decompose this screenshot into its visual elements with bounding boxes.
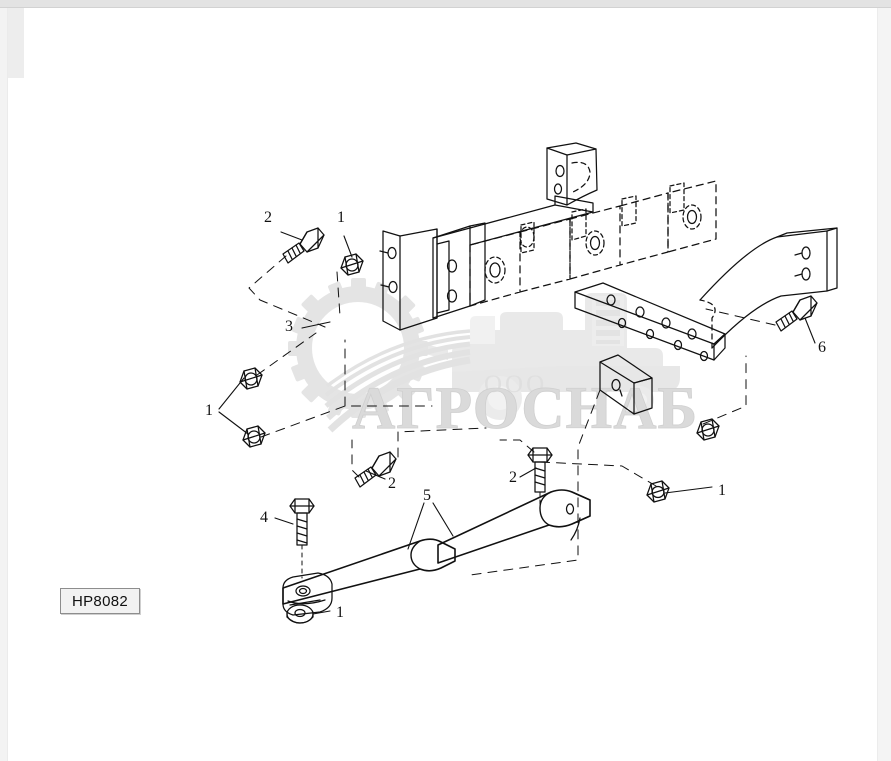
callout-2c: 2 — [509, 469, 517, 486]
callout-5: 5 — [423, 487, 431, 504]
small-angle-bracket — [599, 354, 653, 415]
hex-bolt — [354, 451, 397, 488]
callout-1: 1 — [337, 209, 345, 226]
right-angle-bracket — [699, 227, 838, 349]
callout-3: 3 — [285, 318, 293, 335]
right-rail — [877, 8, 891, 761]
hex-bolt — [527, 447, 553, 509]
callout-4: 4 — [260, 509, 268, 526]
callout-2: 2 — [264, 209, 272, 226]
hex-nut — [239, 367, 263, 390]
hex-nut — [696, 418, 720, 441]
figure-number-label: HP8082 — [60, 588, 140, 614]
hex-nut — [340, 253, 364, 276]
left-mounting-plate — [379, 228, 450, 331]
telescoping-link-arm — [282, 489, 591, 616]
window-top-strip — [0, 0, 891, 8]
callout-numbers: 2 1 3 1 4 2 1 5 2 6 1 — [205, 209, 826, 621]
callout-2b: 2 — [388, 475, 396, 492]
hex-nut — [242, 425, 266, 448]
hex-bolt — [282, 227, 325, 264]
left-rail — [0, 8, 8, 761]
callout-1d: 1 — [718, 482, 726, 499]
hex-bolt — [289, 498, 315, 579]
hex-bolt — [775, 295, 818, 332]
callout-1b: 1 — [205, 402, 213, 419]
left-rail-block — [8, 8, 24, 78]
hex-nut — [646, 480, 670, 503]
mounting-bracket-assembly — [432, 142, 726, 362]
callout-6: 6 — [818, 339, 826, 356]
callout-1c: 1 — [336, 604, 344, 621]
top-mounting-tab — [546, 142, 598, 206]
